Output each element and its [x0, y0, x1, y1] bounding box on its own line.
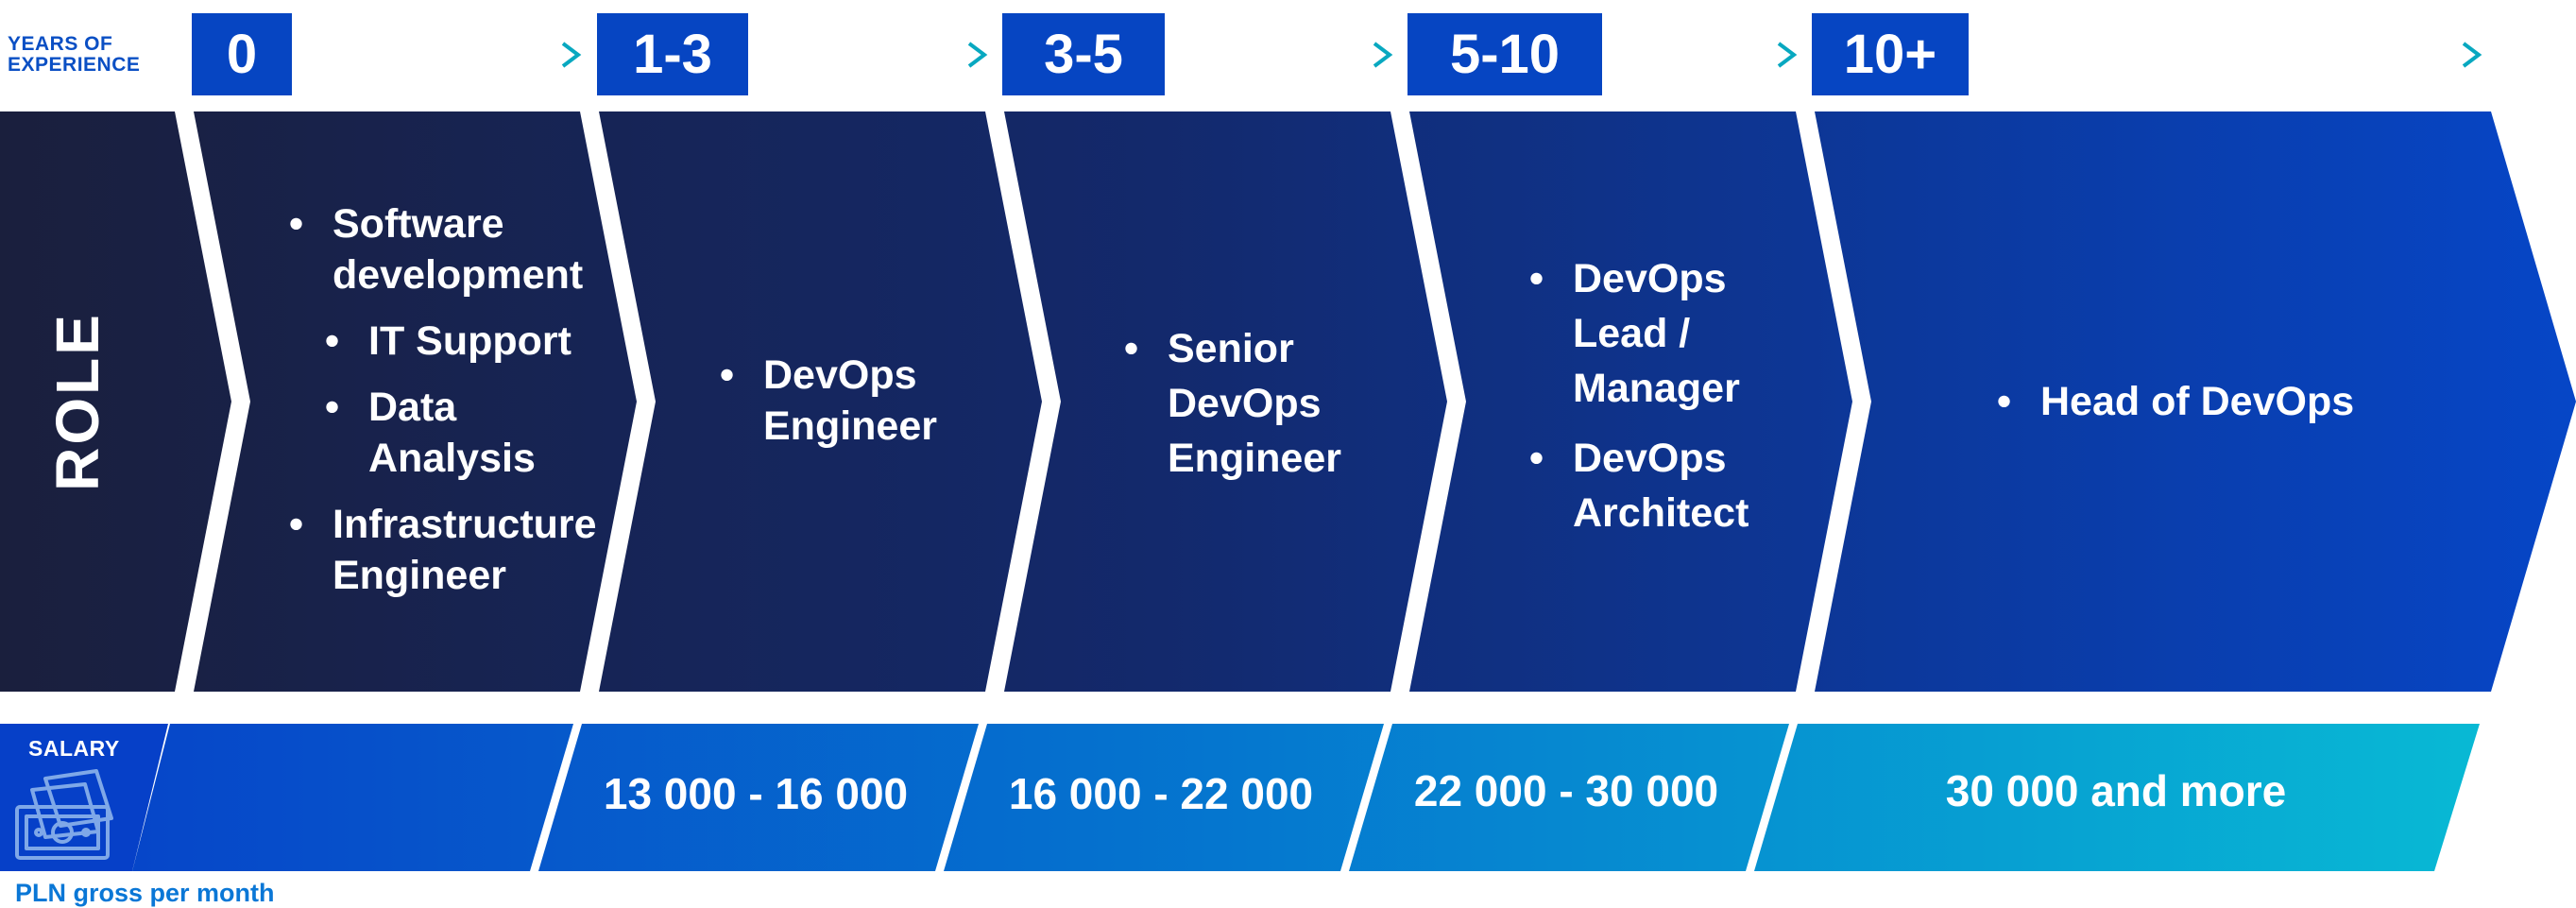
salary-band	[132, 724, 573, 871]
role-item: DevOps Engineer	[720, 350, 984, 452]
salary-band	[538, 724, 979, 871]
timeline-arrows	[292, 42, 2482, 68]
year-stage-10-plus: 10+	[1812, 13, 1969, 95]
salary-range: 13 000 - 16 000	[603, 769, 909, 818]
role-label: ROLE	[43, 312, 111, 491]
role-chevron	[0, 111, 231, 692]
arrow-segment	[1969, 42, 2482, 68]
salary-label: SALARY	[28, 736, 120, 761]
salary-band	[1349, 724, 1789, 871]
money-icon	[15, 769, 113, 860]
salary-range: 22 000 - 30 000	[1413, 766, 1719, 815]
role-item: Infrastructure Engineer	[289, 499, 629, 601]
salary-range: 30 000 and more	[1945, 766, 2287, 815]
stage-roles-0: Software development IT Support Data Ana…	[289, 198, 629, 616]
year-stage-5-10: 5-10	[1407, 13, 1602, 95]
role-item: IT Support	[289, 316, 629, 367]
arrow-segment	[1165, 42, 1393, 68]
years-of-experience-label: YEARS OF EXPERIENCE	[8, 33, 141, 76]
stage-roles-3-5: Senior DevOps Engineer	[1124, 321, 1360, 501]
salary-bands	[0, 724, 2480, 871]
arrow-segment	[1602, 42, 1798, 68]
stage-roles-1-3: DevOps Engineer	[720, 350, 984, 467]
year-stage-1-3: 1-3	[597, 13, 748, 95]
role-item: Data Analysis	[289, 382, 629, 484]
arrow-segment	[748, 42, 988, 68]
role-item: DevOps Architect	[1529, 431, 1756, 540]
salary-band	[944, 724, 1384, 871]
role-item: Head of DevOps	[1997, 376, 2469, 427]
stage-roles-10-plus: Head of DevOps	[1997, 376, 2469, 442]
salary-band	[1754, 724, 2480, 871]
salary-range	[151, 751, 548, 836]
year-stage-3-5: 3-5	[1002, 13, 1165, 95]
arrow-segment	[292, 42, 582, 68]
salary-range: 16 000 - 22 000	[1008, 769, 1314, 818]
role-item: DevOps Lead / Manager	[1529, 251, 1756, 416]
stage-roles-5-10: DevOps Lead / Manager DevOps Architect	[1529, 251, 1756, 556]
salary-unit-note: PLN gross per month	[15, 879, 275, 907]
role-item: Senior DevOps Engineer	[1124, 321, 1360, 486]
year-stage-0: 0	[192, 13, 292, 95]
role-item: Software development	[289, 198, 629, 300]
